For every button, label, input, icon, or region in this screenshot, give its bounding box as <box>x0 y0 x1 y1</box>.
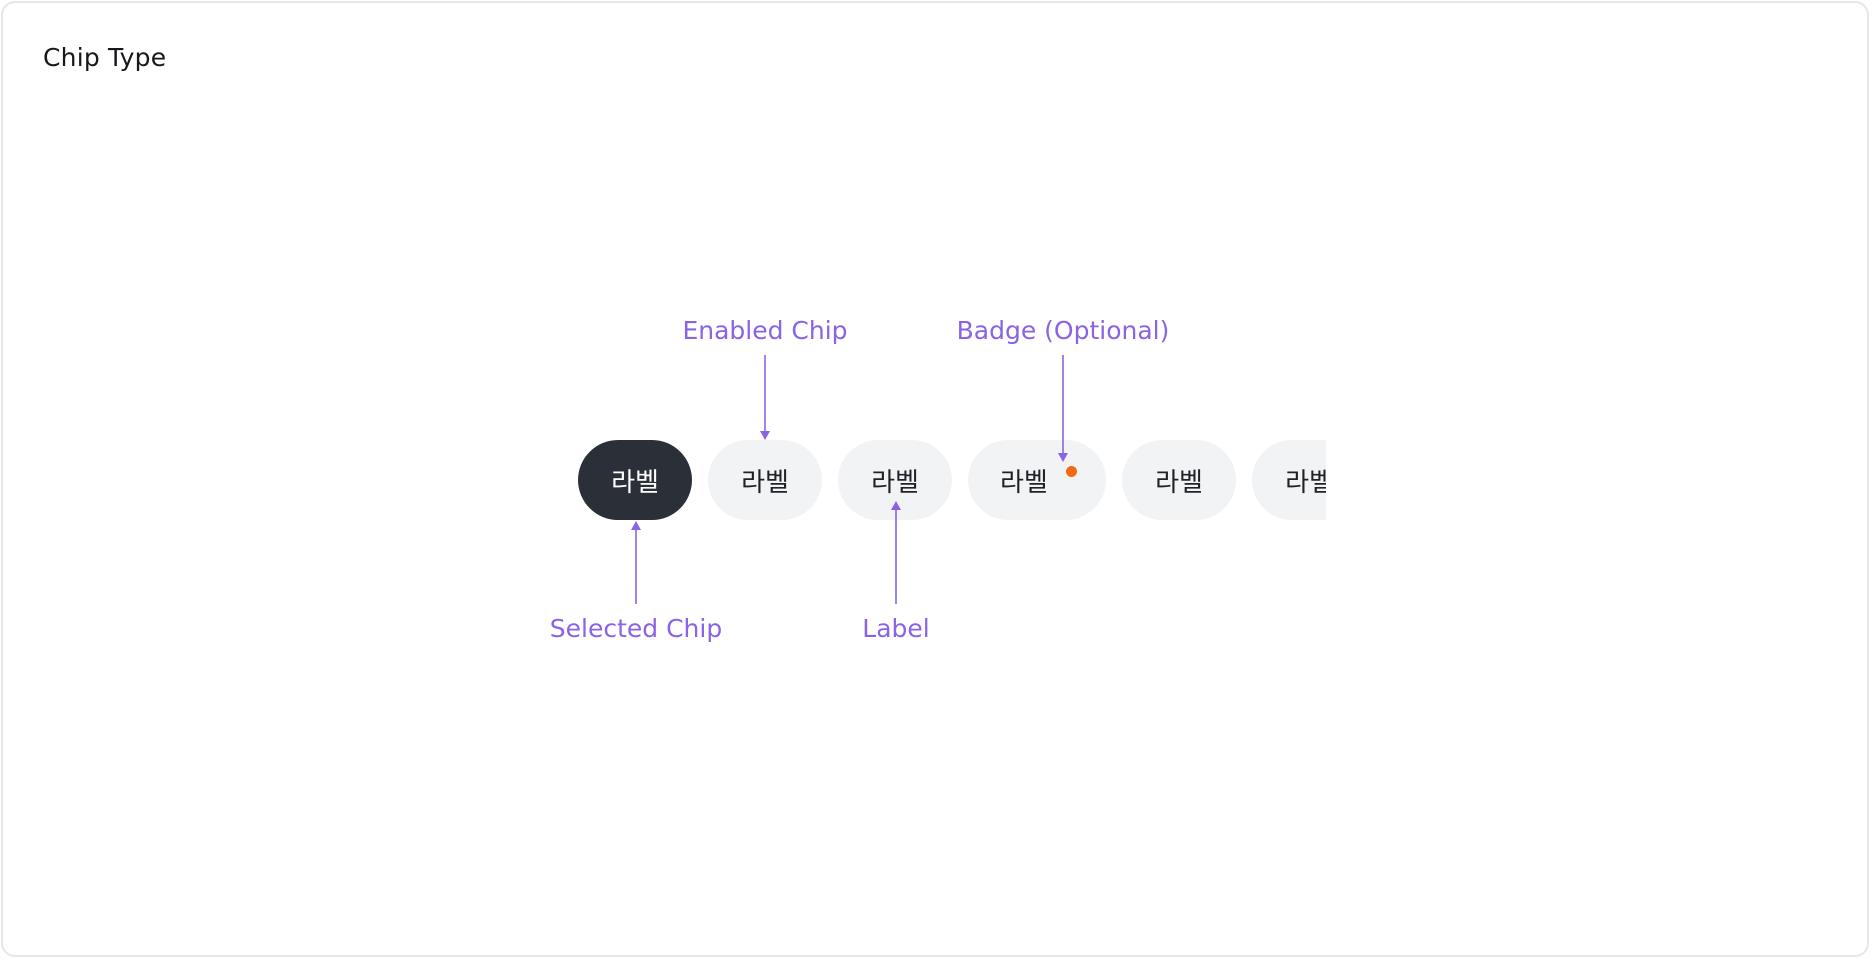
chip-enabled-partial[interactable]: 라벨 <box>1252 440 1326 520</box>
chip-label: 라벨 <box>611 467 659 498</box>
badge-dot <box>1066 466 1077 477</box>
chip-enabled[interactable]: 라벨 <box>1122 440 1236 520</box>
annotation-enabled-chip: Enabled Chip <box>682 316 848 345</box>
annotation-label: Label <box>862 614 930 643</box>
chip-selected[interactable]: 라벨 <box>578 440 692 520</box>
chip-with-badge[interactable]: 라벨 <box>968 440 1106 520</box>
chip-enabled[interactable]: 라벨 <box>838 440 952 520</box>
chip-label: 라벨 <box>1285 467 1326 498</box>
page-title: Chip Type <box>43 43 167 72</box>
chip-strip[interactable]: 라벨 라벨 라벨 라벨 라벨 라벨 <box>578 440 1326 520</box>
chip-label: 라벨 <box>871 467 919 498</box>
chip-label: 라벨 <box>741 467 789 498</box>
chip-label: 라벨 <box>1155 467 1203 498</box>
chip-label: 라벨 <box>1000 467 1048 498</box>
chip-enabled[interactable]: 라벨 <box>708 440 822 520</box>
annotation-badge-optional: Badge (Optional) <box>956 316 1170 345</box>
annotation-selected-chip: Selected Chip <box>549 614 723 643</box>
